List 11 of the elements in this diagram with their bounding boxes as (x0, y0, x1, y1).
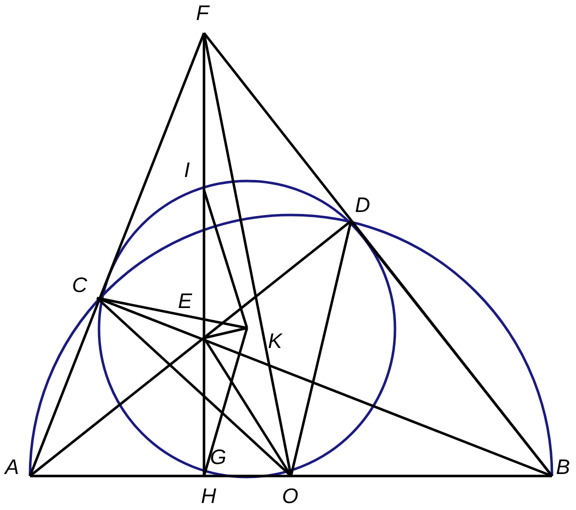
point-label: A (5, 457, 20, 478)
point-label: B (556, 457, 570, 478)
point-label: O (282, 486, 298, 507)
point-label: E (178, 291, 192, 312)
point-label: D (355, 195, 370, 216)
point-label: H (201, 486, 216, 507)
point-label: I (184, 160, 190, 181)
point-label: F (196, 3, 209, 24)
point-label: C (72, 275, 88, 296)
point-label: G (210, 447, 226, 468)
point-label: K (268, 331, 282, 352)
